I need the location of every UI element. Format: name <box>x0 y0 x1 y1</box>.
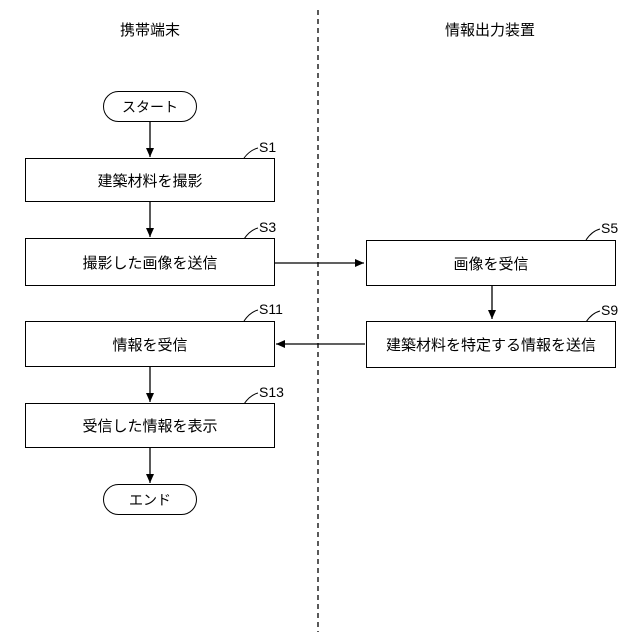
step-s9-label: S9 <box>601 302 618 318</box>
step-s3-label: S3 <box>259 219 276 235</box>
lane-title-info-output-device: 情報出力装置 <box>420 19 560 40</box>
lane-title-mobile-terminal: 携帯端末 <box>90 19 210 40</box>
step-s5-label: S5 <box>601 220 618 236</box>
step-s5-box: 画像を受信 <box>366 240 616 286</box>
step-s1-label: S1 <box>259 139 276 155</box>
step-s13-label: S13 <box>259 384 284 400</box>
leader-s11 <box>244 310 258 321</box>
end-terminal: エンド <box>103 484 197 515</box>
step-s1-box: 建築材料を撮影 <box>25 158 275 202</box>
step-s11-label: S11 <box>259 301 283 317</box>
step-s9-box: 建築材料を特定する情報を送信 <box>366 321 616 368</box>
step-s11-box: 情報を受信 <box>25 321 275 367</box>
leader-s1 <box>244 148 258 158</box>
step-s13-box: 受信した情報を表示 <box>25 403 275 448</box>
leader-s5 <box>586 229 600 240</box>
step-s3-box: 撮影した画像を送信 <box>25 238 275 286</box>
start-terminal: スタート <box>103 91 197 122</box>
